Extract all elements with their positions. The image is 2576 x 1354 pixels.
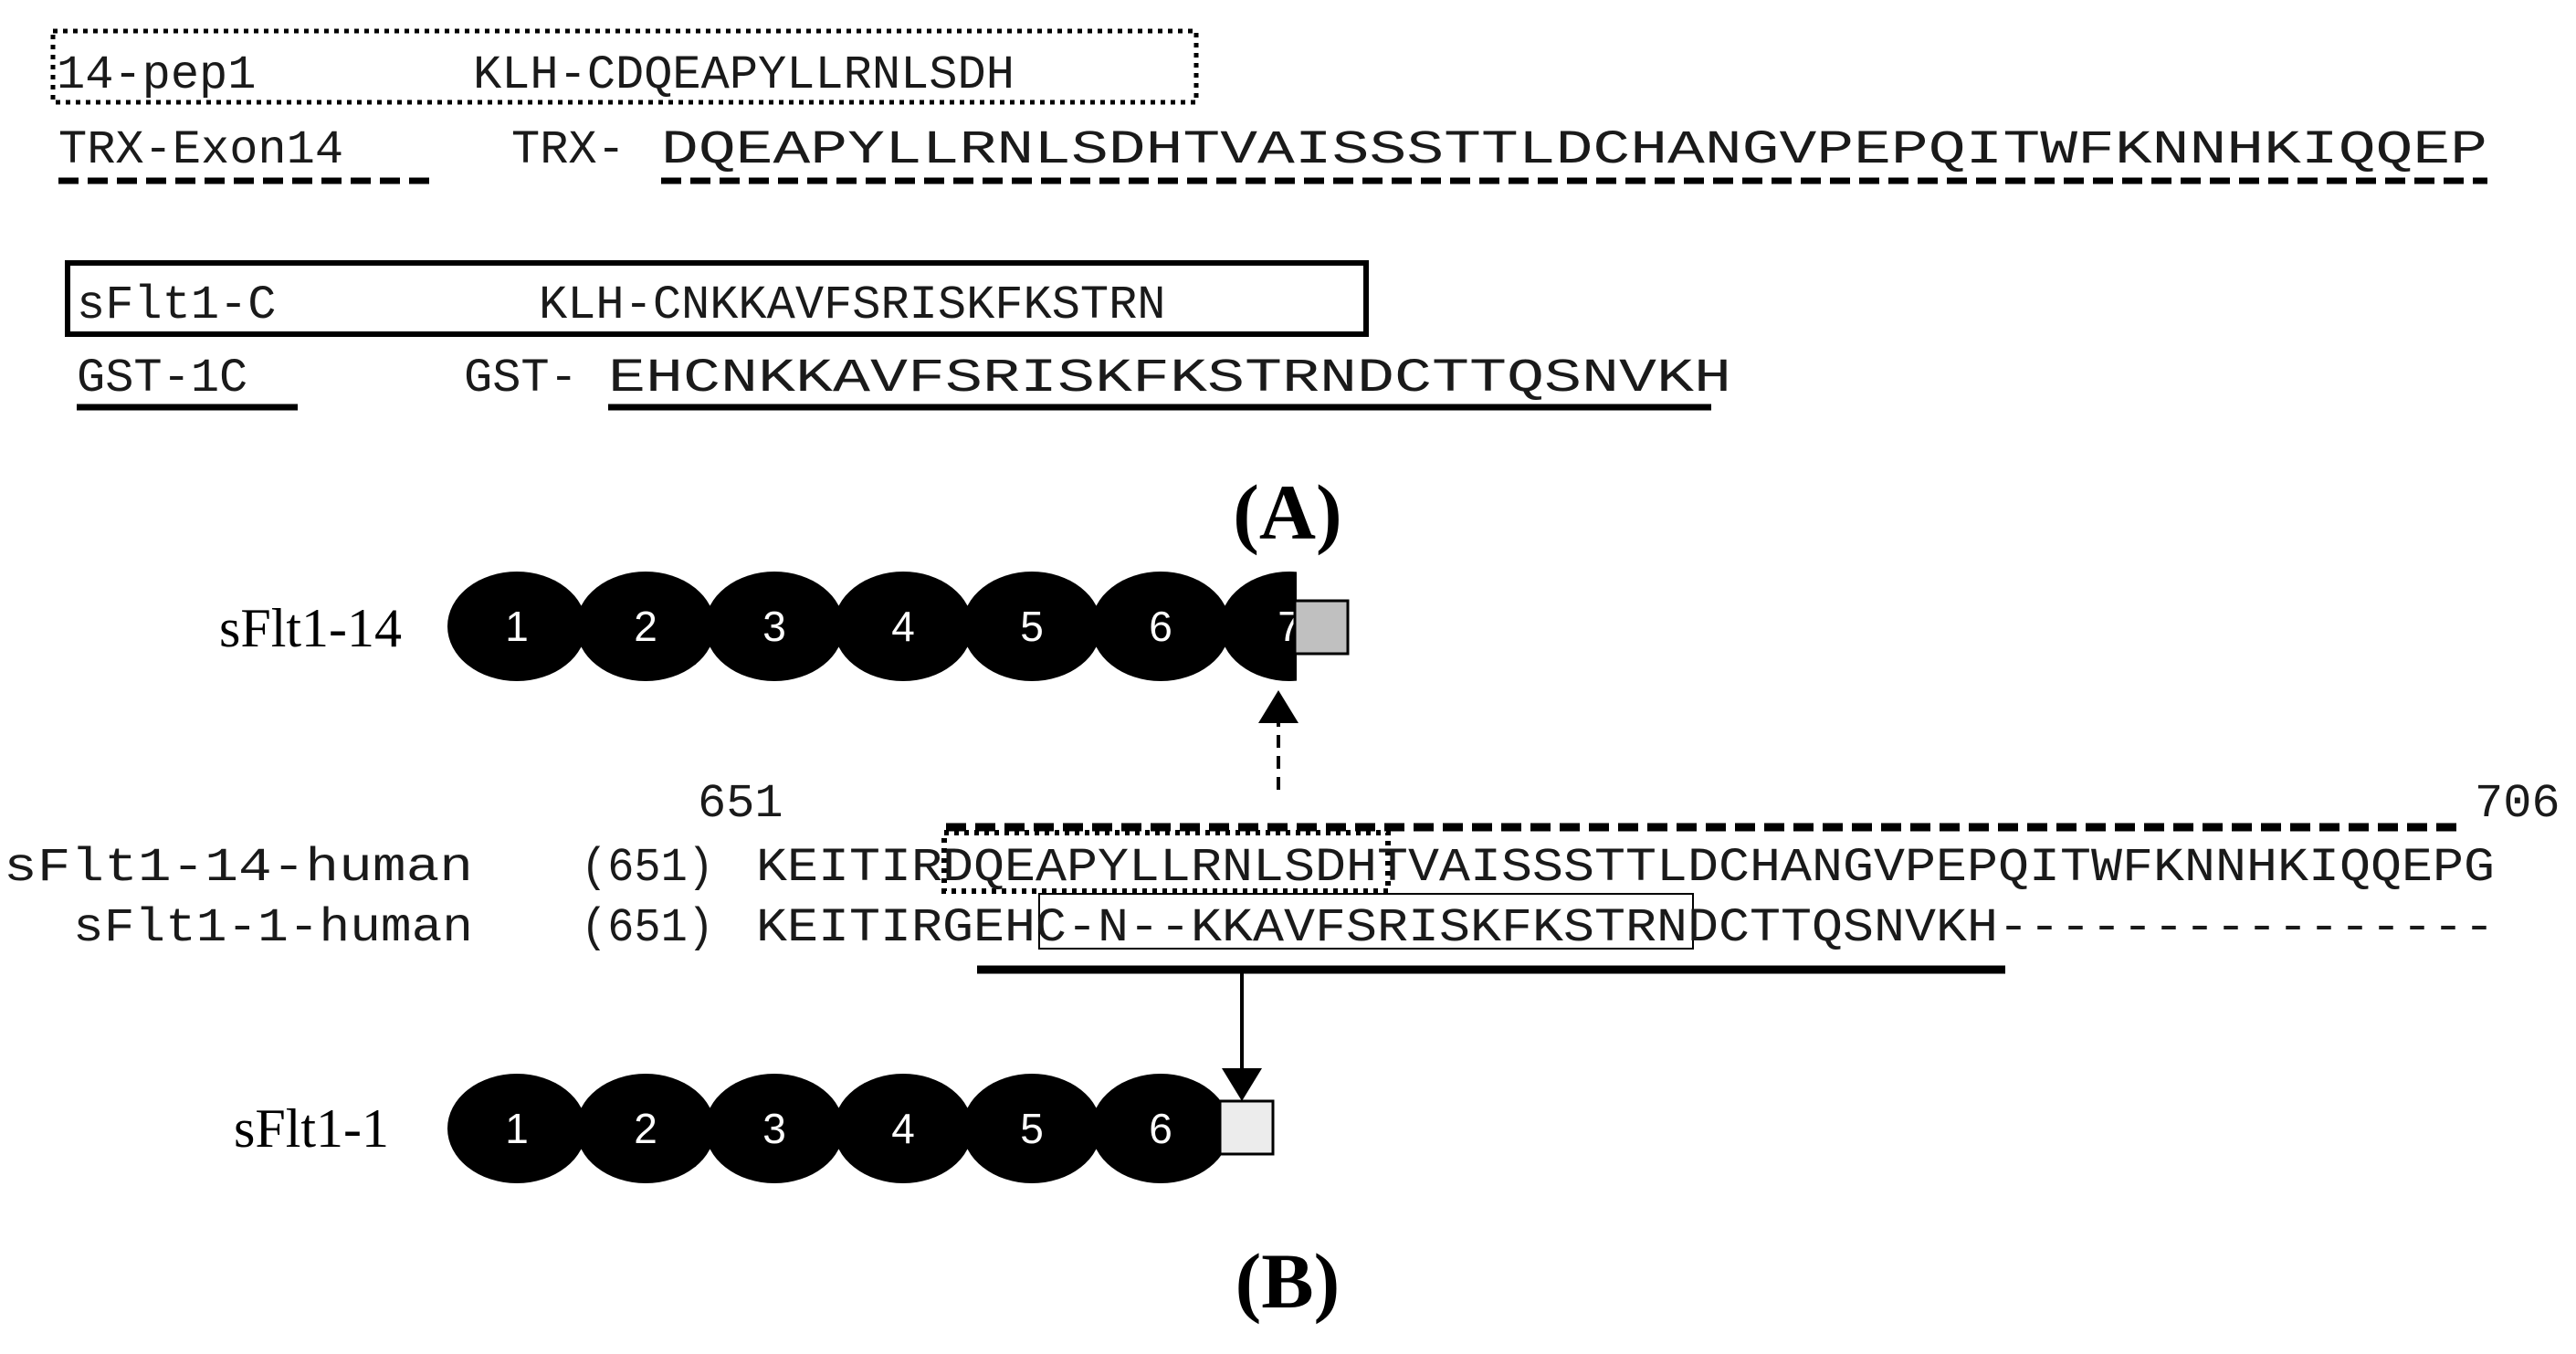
domain-3-number: 3	[762, 603, 786, 650]
gst-prefix: GST-	[464, 352, 578, 405]
domain-6	[1091, 1074, 1230, 1183]
sflt1c-sequence: KLH-CNKKAVFSRISKFKSTRN	[539, 278, 1166, 332]
position-end-label: 706	[2475, 777, 2560, 831]
domain-4-number: 4	[891, 1105, 915, 1152]
domain-2-number: 2	[634, 603, 657, 650]
domain-6-number: 6	[1149, 1105, 1172, 1152]
isoform-1-label: sFlt1-1	[234, 1098, 389, 1159]
trx-exon14-sequence: DQEAPYLLRNLSDHTVAISSSTTLDCHANGVPEPQITWFK…	[661, 123, 2487, 177]
domain-3	[705, 1074, 844, 1183]
domain-2-number: 2	[634, 1105, 657, 1152]
sflt1c-solid-box	[65, 260, 1369, 337]
domain-2	[576, 1074, 715, 1183]
panel-a-label: (A)	[1233, 468, 1341, 556]
domain-3-number: 3	[762, 1105, 786, 1152]
domain-6-number: 6	[1149, 603, 1172, 650]
domain-4	[834, 1074, 973, 1183]
align-14-name: sFlt1-14-human	[4, 841, 473, 895]
peptide-14-sequence: KLH-CDQEAPYLLRNLSDH	[473, 48, 1015, 102]
panel-b-label: (B)	[1235, 1237, 1341, 1325]
gst-1c-sequence: EHCNKKAVFSRISKFKSTRNDCTTQSNVKH	[608, 352, 1731, 405]
domain-6	[1091, 572, 1230, 681]
domain-5	[962, 1074, 1101, 1183]
domain-2	[576, 572, 715, 681]
isoform-14-label: sFlt1-14	[219, 598, 402, 658]
peptide-14-alignment-dotted-box	[941, 830, 1391, 894]
isoform-1-domains: 1 2 3 4 5 6	[447, 1074, 1230, 1183]
align-14-sequence: KEITIRDQEAPYLLRNLSDHTVAISSSTTLDCHANGVPEP…	[756, 841, 2495, 895]
domain-4	[834, 572, 973, 681]
align-1-position: (651)	[581, 901, 714, 955]
gst-1c-name: GST-1C	[77, 352, 247, 405]
trx-exon14-name: TRX-Exon14	[58, 123, 343, 177]
domain-5	[962, 572, 1101, 681]
solid-arrow-head	[1222, 1068, 1262, 1101]
align-1-name: sFlt1-1-human	[73, 901, 473, 955]
trx-prefix: TRX-	[511, 123, 626, 177]
align-1-sequence: KEITIRGEHC-N--KKAVFSRISKFKSTRNDCTTQSNVKH…	[756, 901, 2495, 955]
panel-a: 14-pep1 KLH-CDQEAPYLLRNLSDH TRX-Exon14 T…	[50, 28, 2487, 556]
domain-1-number: 1	[505, 603, 529, 650]
sflt1c-name: sFlt1-C	[77, 278, 276, 332]
domain-7	[1220, 572, 1297, 681]
domain-5-number: 5	[1020, 603, 1044, 650]
domain-1	[447, 572, 586, 681]
domain-4-number: 4	[891, 603, 915, 650]
position-start-label: 651	[698, 777, 783, 831]
domain-1-number: 1	[505, 1105, 529, 1152]
domain-3	[705, 572, 844, 681]
sflt1c-alignment-box	[1038, 893, 1694, 950]
peptide-14-name: 14-pep1	[57, 48, 256, 102]
domain-1	[447, 1074, 586, 1183]
isoform-14-exon14-tail	[1293, 599, 1350, 656]
isoform-1-tail	[1218, 1099, 1275, 1156]
dashed-arrow-head	[1258, 690, 1299, 723]
align-14-position: (651)	[581, 841, 714, 895]
peptide-14-dotted-box	[50, 28, 1199, 105]
domain-5-number: 5	[1020, 1105, 1044, 1152]
